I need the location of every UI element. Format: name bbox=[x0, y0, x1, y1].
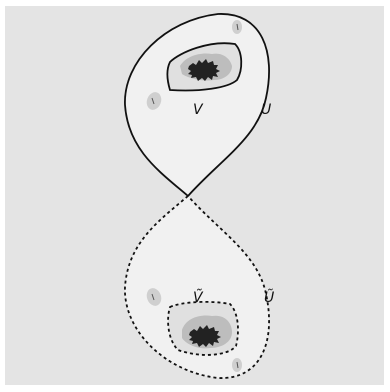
label-v-tilde: Ṽ bbox=[193, 289, 204, 306]
label-u-tilde: Ũ bbox=[264, 289, 274, 306]
label-u: U bbox=[261, 102, 271, 118]
label-v: V bbox=[193, 102, 204, 118]
lower-region bbox=[125, 196, 269, 378]
